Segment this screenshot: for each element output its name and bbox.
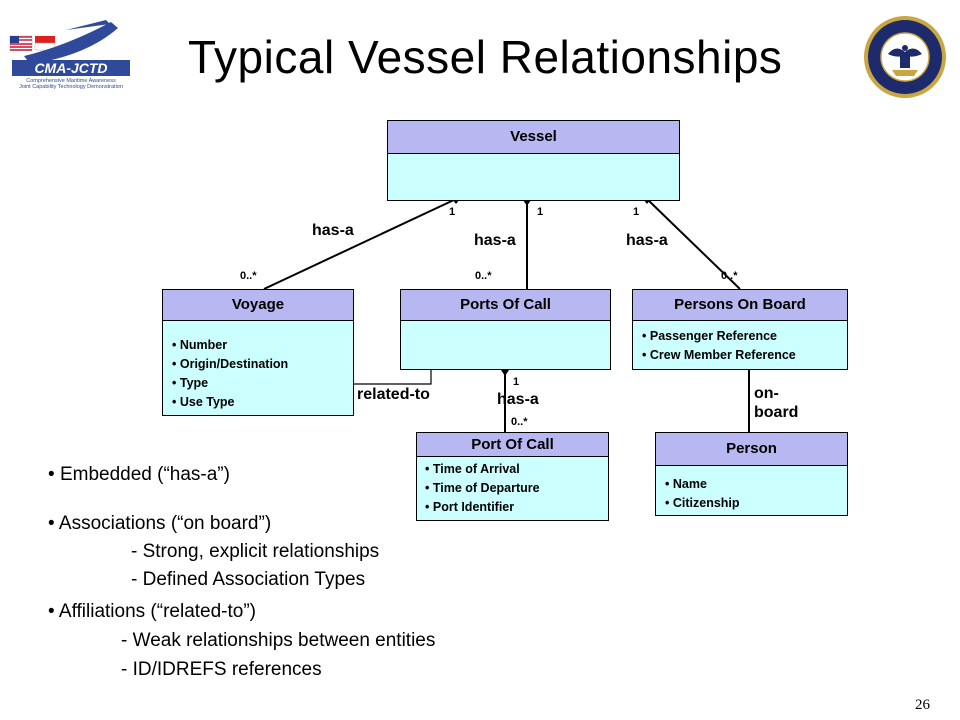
note-affil-sub1: - Weak relationships between entities <box>121 630 436 651</box>
port-of-call-attr: Time of Arrival <box>425 460 608 479</box>
logo-left-text: CMA-JCTD <box>34 60 107 76</box>
rel-label-related-to: related-to <box>357 386 430 403</box>
voyage-title: Voyage <box>163 290 353 321</box>
page-number: 26 <box>915 697 930 713</box>
vessel-title: Vessel <box>388 121 679 154</box>
ports-of-call-box: Ports Of Call <box>400 289 611 370</box>
note-embedded: • Embedded (“has-a”) <box>48 464 230 485</box>
note-assoc-sub1: - Strong, explicit relationships <box>131 541 380 562</box>
voyage-attributes: Number Origin/Destination Type Use Type <box>163 321 353 412</box>
person-attributes: Name Citizenship <box>656 466 847 513</box>
persons-on-board-attr: Passenger Reference <box>642 327 847 346</box>
cma-jctd-logo: CMA-JCTD Comprehensive Maritime Awarenes… <box>6 16 136 92</box>
port-of-call-title: Port Of Call <box>417 433 608 457</box>
note-associations-text: Associations (“on board”) <box>58 513 272 534</box>
link-vessel-voyage <box>263 198 457 290</box>
logo-left-subtitle-2: Joint Capability Technology Demonstratio… <box>19 84 123 90</box>
page-title: Typical Vessel Relationships <box>188 31 783 83</box>
voyage-attr: Origin/Destination <box>172 355 353 374</box>
note-affil-sub2: - ID/IDREFS references <box>121 659 322 680</box>
persons-on-board-title: Persons On Board <box>633 290 847 321</box>
ports-of-call-title: Ports Of Call <box>401 290 610 321</box>
rel-label-ports: has-a <box>474 232 516 249</box>
persons-on-board-attributes: Passenger Reference Crew Member Referenc… <box>633 321 847 365</box>
port-of-call-attr: Port Identifier <box>425 498 608 517</box>
rel-label-on-board-2: board <box>754 404 799 421</box>
voyage-attr: Type <box>172 374 353 393</box>
mult-vessel-persons: 1 <box>633 206 640 218</box>
rel-label-on-board-1: on- <box>754 385 779 402</box>
rel-label-port: has-a <box>497 391 539 408</box>
person-box: Person Name Citizenship <box>655 432 848 516</box>
persons-on-board-attr: Crew Member Reference <box>642 346 847 365</box>
navy-seal-logo <box>862 14 948 100</box>
person-attr: Citizenship <box>665 494 847 513</box>
voyage-attr: Use Type <box>172 393 353 412</box>
mult-ports: 0..* <box>475 270 492 282</box>
person-attr: Name <box>665 475 847 494</box>
link-vessel-persons <box>646 198 741 290</box>
voyage-attr: Number <box>172 336 353 355</box>
mult-voyage: 0..* <box>240 270 257 282</box>
voyage-box: Voyage Number Origin/Destination Type Us… <box>162 289 354 416</box>
mult-ports-port-1: 1 <box>513 376 520 388</box>
note-assoc-sub2: - Defined Association Types <box>131 569 366 590</box>
mult-persons: 0..* <box>721 270 738 282</box>
mult-ports-port-many: 0..* <box>511 416 528 428</box>
logo-left-subtitle-1: Comprehensive Maritime Awareness <box>26 78 116 84</box>
link-related-to <box>353 369 432 385</box>
rel-label-voyage: has-a <box>312 222 354 239</box>
port-of-call-attributes: Time of Arrival Time of Departure Port I… <box>417 457 608 517</box>
port-of-call-box: Port Of Call Time of Arrival Time of Dep… <box>416 432 609 521</box>
persons-on-board-box: Persons On Board Passenger Reference Cre… <box>632 289 848 370</box>
person-title: Person <box>656 433 847 466</box>
note-affiliations-text: Affiliations (“related-to”) <box>58 601 256 622</box>
note-associations: • Associations (“on board”) <box>48 513 272 534</box>
vessel-box: Vessel <box>387 120 680 201</box>
note-affiliations: • Affiliations (“related-to”) <box>48 601 256 622</box>
mult-vessel-ports: 1 <box>537 206 544 218</box>
port-of-call-attr: Time of Departure <box>425 479 608 498</box>
rel-label-persons: has-a <box>626 232 668 249</box>
note-embedded-text: Embedded (“has-a”) <box>59 464 230 485</box>
mult-vessel-voyage: 1 <box>449 206 456 218</box>
